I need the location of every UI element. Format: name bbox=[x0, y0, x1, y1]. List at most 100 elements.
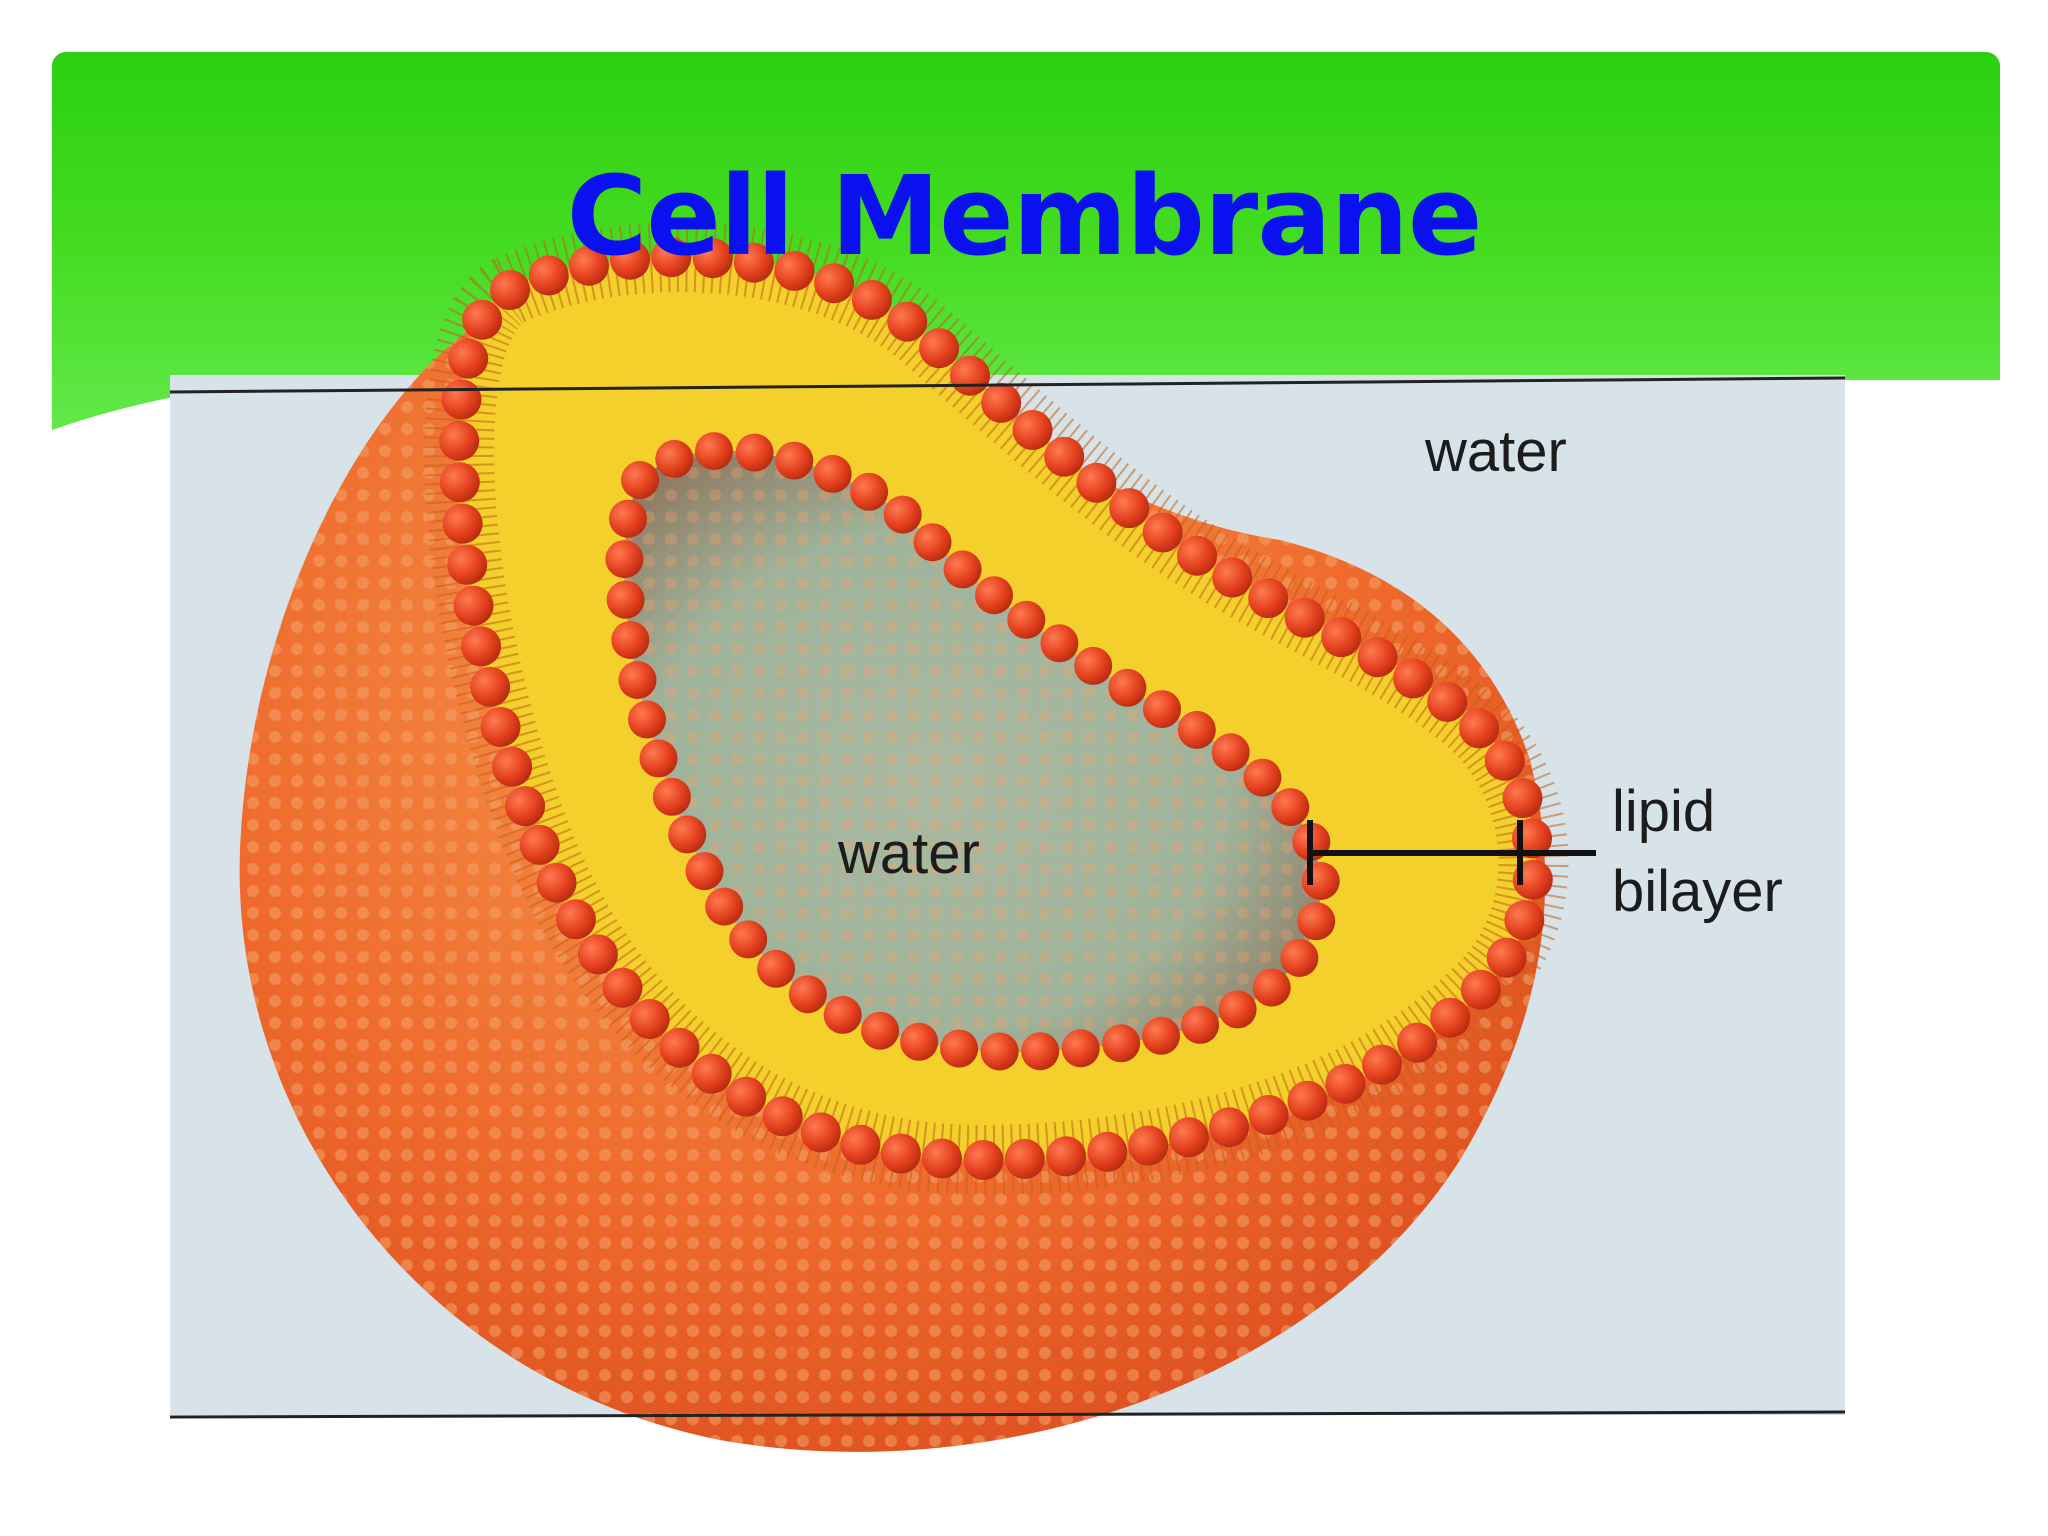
phosphate-head bbox=[840, 1124, 881, 1165]
phosphate-head bbox=[439, 420, 480, 461]
phosphate-head bbox=[609, 499, 647, 538]
phosphate-head bbox=[441, 379, 482, 420]
phosphate-head bbox=[569, 245, 609, 286]
phosphate-head bbox=[922, 1138, 962, 1179]
phosphate-head bbox=[1004, 1139, 1045, 1179]
phosphate-head bbox=[1087, 1131, 1128, 1172]
phosphate-head bbox=[1321, 617, 1362, 658]
phosphate-head bbox=[1142, 1016, 1180, 1055]
phosphate-head bbox=[1046, 1136, 1087, 1177]
phosphate-head bbox=[733, 242, 774, 283]
phosphate-head bbox=[880, 1133, 921, 1174]
phosphate-head bbox=[652, 777, 691, 816]
inner-phosphate-heads bbox=[605, 432, 1340, 1071]
phosphate-head bbox=[1357, 637, 1398, 678]
phosphate-head bbox=[1287, 1080, 1328, 1121]
phosphate-head bbox=[981, 382, 1022, 423]
phosphate-head bbox=[757, 949, 796, 988]
phosphate-head bbox=[774, 250, 815, 291]
phosphate-head bbox=[453, 585, 494, 626]
phosphate-head bbox=[813, 454, 852, 493]
phosphate-head bbox=[480, 707, 521, 747]
phosphate-head bbox=[1061, 1029, 1100, 1068]
phosphate-head bbox=[448, 338, 489, 379]
phosphate-head bbox=[1128, 1125, 1169, 1166]
phosphate-head bbox=[1218, 990, 1257, 1029]
phosphate-head bbox=[577, 934, 618, 975]
phosphate-head bbox=[691, 1053, 732, 1094]
phosphate-head bbox=[735, 433, 774, 472]
phosphate-head bbox=[505, 786, 546, 827]
phosphate-head bbox=[726, 1076, 767, 1117]
phosphate-head bbox=[1484, 740, 1525, 781]
phosphate-head bbox=[851, 279, 892, 320]
phosphate-head bbox=[655, 439, 694, 478]
phosphate-head bbox=[618, 661, 657, 699]
phosphate-head bbox=[1486, 937, 1527, 978]
phosphate-head bbox=[1427, 681, 1468, 722]
phosphate-head bbox=[1362, 1044, 1402, 1085]
phosphate-head bbox=[1459, 708, 1500, 749]
phosphate-head bbox=[1108, 668, 1147, 707]
phosphate-head bbox=[602, 967, 643, 1008]
phosphate-head bbox=[980, 1032, 1019, 1071]
phosphate-head bbox=[940, 1029, 979, 1068]
phosphate-head bbox=[850, 472, 889, 511]
phosphate-head bbox=[1460, 969, 1501, 1010]
phosphate-head bbox=[705, 887, 744, 926]
phosphate-head bbox=[900, 1022, 939, 1061]
phosphate-head bbox=[1109, 488, 1150, 529]
phosphate-head bbox=[1021, 1032, 1060, 1071]
phosphate-head bbox=[1168, 1117, 1209, 1158]
phosphate-head bbox=[695, 432, 733, 471]
phosphate-head bbox=[800, 1112, 841, 1153]
phosphate-head bbox=[528, 255, 569, 296]
phosphate-head bbox=[814, 263, 855, 304]
phosphate-head bbox=[1393, 658, 1433, 699]
label-water-outer: water bbox=[1425, 419, 1567, 484]
phosphate-head bbox=[447, 544, 488, 585]
phosphate-head bbox=[1502, 778, 1543, 819]
phosphate-head bbox=[1040, 624, 1079, 663]
phosphate-head bbox=[1181, 1005, 1220, 1044]
phosphate-head bbox=[887, 301, 928, 342]
phosphate-head bbox=[611, 621, 650, 659]
phosphate-head bbox=[1271, 788, 1310, 827]
phosphate-head bbox=[1074, 646, 1113, 685]
phosphate-head bbox=[1212, 557, 1253, 598]
phosphate-head bbox=[555, 899, 596, 940]
phosphate-head bbox=[975, 576, 1013, 615]
phosphate-head bbox=[629, 999, 670, 1039]
phosphate-head bbox=[1297, 902, 1336, 941]
slide-title: Cell Membrane bbox=[566, 152, 1483, 280]
phosphate-head bbox=[823, 995, 862, 1034]
phosphate-head bbox=[1325, 1063, 1366, 1104]
phosphate-head bbox=[1211, 733, 1250, 772]
phosphate-head bbox=[685, 852, 724, 891]
phosphate-head bbox=[621, 461, 659, 499]
phosphate-head bbox=[1248, 1095, 1289, 1135]
phosphate-head bbox=[788, 975, 827, 1014]
phosphate-head bbox=[1280, 939, 1319, 977]
phosphate-head bbox=[1143, 690, 1181, 729]
phosphate-head bbox=[659, 1027, 700, 1068]
phosphate-head bbox=[1177, 535, 1217, 576]
phosphate-head bbox=[1209, 1107, 1249, 1148]
phosphate-head bbox=[1284, 597, 1325, 638]
phosphate-head bbox=[605, 540, 644, 579]
phosphate-head bbox=[1397, 1022, 1438, 1063]
phosphate-head bbox=[1012, 410, 1053, 450]
phosphate-head bbox=[1177, 710, 1216, 749]
phosphate-head bbox=[1430, 997, 1471, 1038]
phosphate-head bbox=[1007, 600, 1046, 639]
phosphate-head bbox=[950, 355, 990, 396]
phosphate-head bbox=[729, 920, 768, 959]
phosphate-head bbox=[490, 270, 530, 310]
phosphate-head bbox=[1243, 758, 1282, 797]
phosphate-head bbox=[692, 238, 733, 279]
phosphate-head bbox=[775, 441, 814, 480]
phosphate-head bbox=[536, 862, 577, 903]
phosphate-head bbox=[492, 746, 533, 787]
phosphate-head bbox=[668, 815, 707, 854]
